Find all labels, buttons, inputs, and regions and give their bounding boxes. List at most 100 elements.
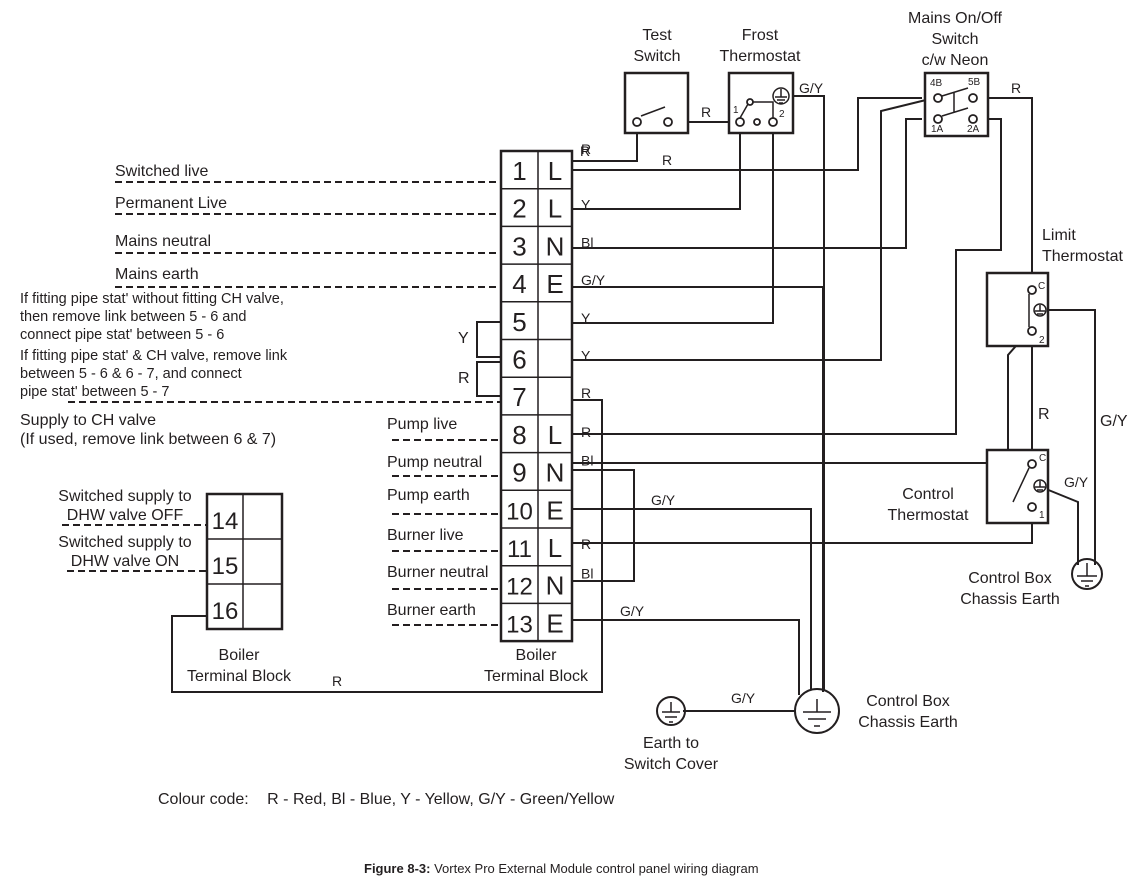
terminal-13[interactable]: 13 E bbox=[506, 608, 564, 638]
wire-frost-t5 bbox=[572, 122, 774, 324]
label-terminal-2: Permanent Live bbox=[115, 195, 227, 212]
wire-label-terminal-7: R bbox=[581, 385, 591, 401]
wire-label-terminal-4: G/Y bbox=[581, 272, 606, 288]
terminal-type: N bbox=[546, 231, 565, 261]
wire-t1-test-switch bbox=[572, 128, 638, 162]
terminal-type: L bbox=[548, 533, 562, 563]
terminal-number: 13 bbox=[506, 611, 533, 638]
figure-title: Vortex Pro External Module control panel… bbox=[430, 861, 759, 876]
wire-2a-pump-live bbox=[572, 118, 1002, 435]
terminal-number: 12 bbox=[506, 574, 533, 601]
wire-t2-frost bbox=[572, 122, 741, 210]
label-terminal-8: Pump live bbox=[387, 416, 457, 433]
label-terminal-3: Mains neutral bbox=[115, 233, 211, 250]
label-terminal-12: Burner neutral bbox=[387, 564, 488, 581]
svg-text:R: R bbox=[1011, 80, 1021, 96]
terminal-5[interactable]: 5 bbox=[512, 307, 526, 337]
frost-thermostat: 1 2 bbox=[727, 71, 795, 135]
colour-code-text: R - Red, Bl - Blue, Y - Yellow, G/Y - Gr… bbox=[267, 791, 615, 808]
svg-text:R: R bbox=[332, 673, 342, 689]
label-terminal-9: Pump neutral bbox=[387, 454, 482, 471]
label-terminal-11: Burner live bbox=[387, 527, 464, 544]
control-terminal-c: C bbox=[1039, 453, 1046, 464]
wire-frost-earth bbox=[788, 95, 825, 690]
terminal-number: 7 bbox=[512, 382, 526, 412]
label-terminal-13: Burner earth bbox=[387, 602, 476, 619]
test-switch[interactable] bbox=[623, 71, 690, 135]
wire-t6-mains bbox=[572, 98, 931, 361]
limit-terminal-2: 2 bbox=[1039, 335, 1045, 346]
note-pipe-stat-2: If fitting pipe stat' & CH valve, remove… bbox=[20, 348, 288, 400]
terminal-number: 10 bbox=[506, 498, 533, 525]
terminal-5b: 5B bbox=[968, 77, 981, 88]
terminal-number: 15 bbox=[212, 553, 239, 580]
wire-label-terminal-2: Y bbox=[581, 197, 591, 213]
wire-labels: R R R G/Y R R G/Y G/Y G/Y G/Y G/Y R bbox=[332, 80, 1128, 706]
terminal-type: E bbox=[546, 608, 563, 638]
wire-neutral-loop bbox=[572, 469, 635, 582]
wire-label-terminal-5: Y bbox=[581, 310, 591, 326]
control-terminal-1: 1 bbox=[1039, 510, 1045, 521]
svg-text:R: R bbox=[580, 143, 590, 159]
figure-caption: Figure 8-3: Vortex Pro External Module c… bbox=[364, 861, 759, 876]
terminal-number: 8 bbox=[512, 420, 526, 450]
terminal-type: L bbox=[548, 156, 562, 186]
control-thermostat[interactable]: C 1 bbox=[985, 448, 1050, 525]
terminal-16[interactable]: 16 bbox=[212, 598, 239, 625]
wire-mains-5b-limit bbox=[973, 97, 1033, 284]
wire-label-terminal-12: Bl bbox=[581, 566, 593, 582]
terminal-number: 9 bbox=[512, 458, 526, 488]
terminal-15[interactable]: 15 bbox=[212, 553, 239, 580]
terminal-type: N bbox=[546, 458, 565, 488]
chassis-earth-right-icon bbox=[1071, 558, 1103, 590]
svg-text:G/Y: G/Y bbox=[731, 690, 756, 706]
terminal-14[interactable]: 14 bbox=[212, 508, 239, 535]
switch-contact bbox=[640, 106, 666, 117]
mains-switch[interactable]: 4B 5B 1A 2A bbox=[923, 71, 990, 138]
wire-t10-earth bbox=[572, 508, 812, 690]
earth-icon bbox=[772, 87, 790, 105]
wire-label-terminal-1: R bbox=[581, 141, 591, 157]
svg-text:G/Y: G/Y bbox=[799, 80, 824, 96]
link-6-7 bbox=[476, 361, 500, 397]
terminal-number: 1 bbox=[512, 156, 526, 186]
earth-icon bbox=[1033, 479, 1047, 493]
colour-code-prefix: Colour code: bbox=[158, 791, 249, 808]
chassis-earth-bottom-icon bbox=[794, 688, 840, 734]
wire-control-earth bbox=[1045, 488, 1079, 565]
terminal-number: 2 bbox=[512, 194, 526, 224]
terminal-type: N bbox=[546, 571, 565, 601]
terminal-number: 6 bbox=[512, 345, 526, 375]
svg-text:R: R bbox=[662, 152, 672, 168]
terminal-6[interactable]: 6 bbox=[512, 345, 526, 375]
limit-terminal-c: C bbox=[1038, 281, 1045, 292]
terminal-7[interactable]: 7 bbox=[512, 382, 526, 412]
terminal-type: L bbox=[548, 420, 562, 450]
earth-icon bbox=[1033, 303, 1047, 317]
terminal-12[interactable]: 12 N bbox=[506, 571, 564, 601]
wire-label-terminal-11: R bbox=[581, 536, 591, 552]
